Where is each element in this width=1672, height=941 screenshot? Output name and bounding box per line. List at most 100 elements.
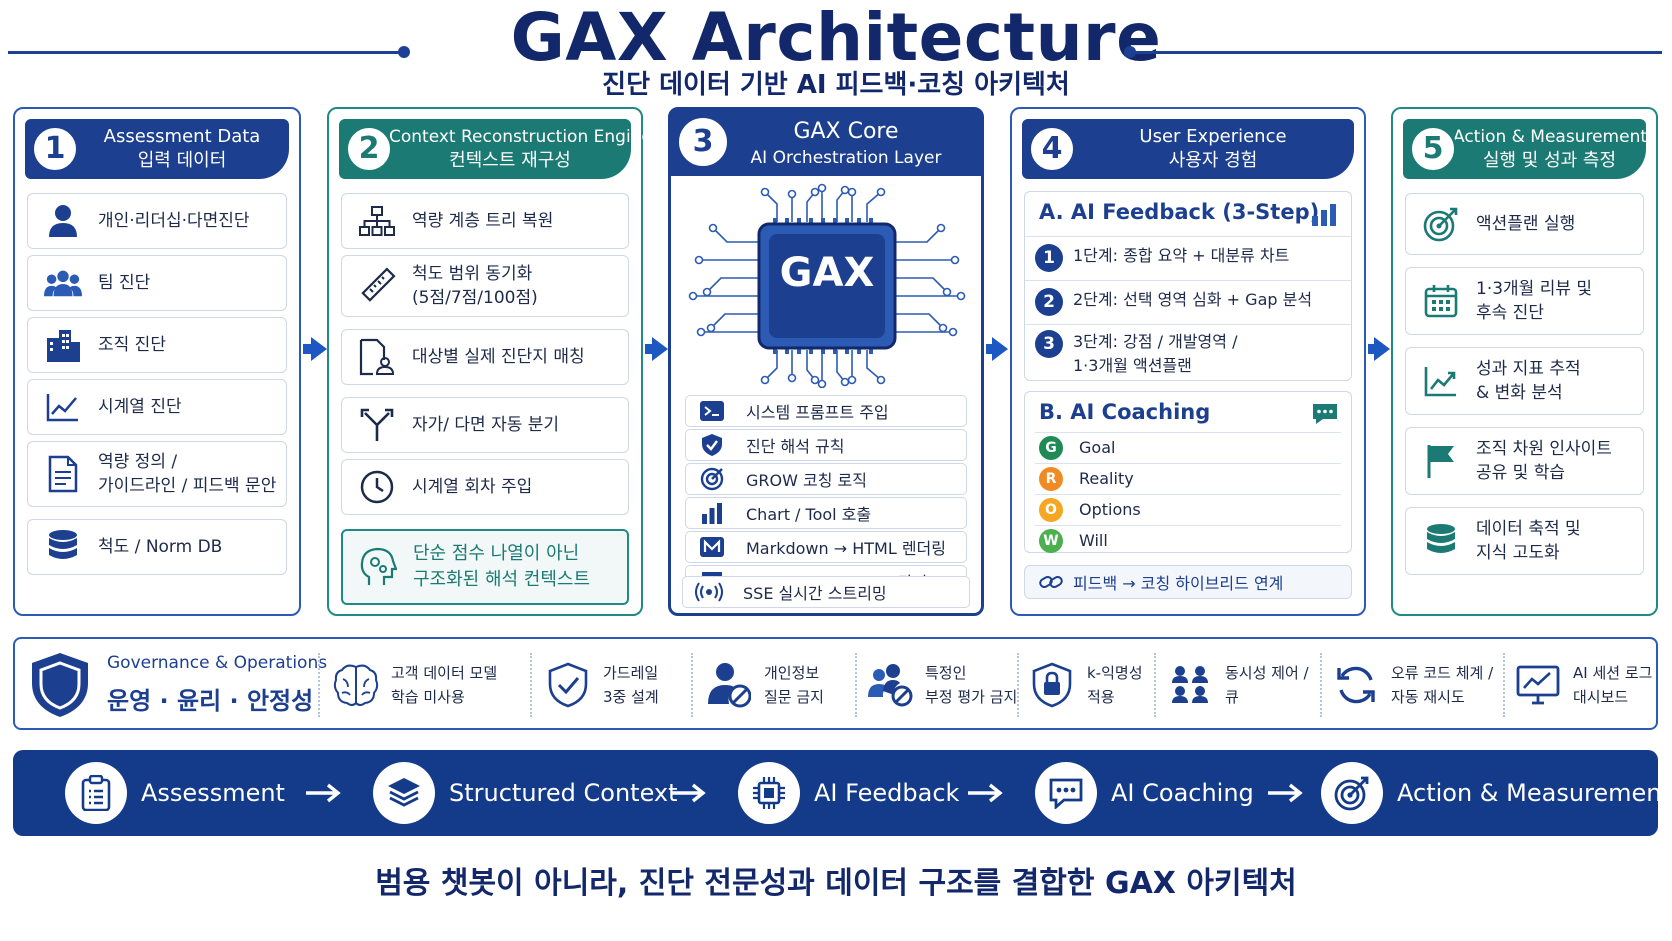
item-label: 진단 해석 규칙	[746, 437, 845, 456]
chat-icon	[1313, 404, 1337, 424]
item-label: 조직 차원 인사이트 공유 및 학습	[1476, 439, 1612, 483]
flow-step: AI Feedback	[738, 762, 959, 824]
item-label: 척도 / Norm DB	[98, 537, 223, 557]
footer-tagline: 범용 챗봇이 아니라, 진단 전문성과 데이터 구조를 결합한 GAX 아키텍처	[375, 866, 1297, 901]
gax-chip-icon	[688, 183, 966, 388]
context-item: 시계열 회차 주입	[341, 459, 629, 515]
core-header: 3 GAX Core AI Orchestration Layer	[671, 110, 981, 176]
person-icon	[44, 202, 82, 240]
governance-item: 가드레일 3중 설계	[545, 651, 659, 719]
item-label: 역량 정의 / 가이드라인 / 피드백 문안	[98, 452, 277, 496]
item-label: 성과 지표 추적 & 변화 분석	[1476, 359, 1581, 403]
flow-step: AI Coaching	[1035, 762, 1254, 824]
target-arrow-icon	[1422, 205, 1460, 243]
column-context-reconstruction: 2 Context Reconstruction Engine 컨텍스트 재구성…	[327, 107, 652, 616]
item-label: 역량 계층 트리 복원	[412, 211, 554, 231]
item-label: Markdown → HTML 렌더링	[746, 539, 946, 558]
step-number-badge: 4	[1028, 125, 1076, 173]
core-item: Markdown → HTML 렌더링	[685, 531, 967, 563]
action-item: 조직 차원 인사이트 공유 및 학습	[1405, 427, 1644, 495]
chip-icon	[738, 762, 800, 824]
flow-arrow-icon	[671, 783, 706, 803]
feedback-step: 1 1단계: 종합 요약 + 대분류 차트	[1035, 244, 1341, 272]
flow-arrow-head	[311, 337, 327, 361]
column-header: 1 Assessment Data 입력 데이터	[25, 119, 289, 179]
item-label: k-익명성 적용	[1087, 664, 1143, 706]
flow-arrow	[303, 344, 313, 354]
flow-arrow-icon	[1268, 783, 1303, 803]
context-item: 자가/ 다면 자동 분기	[341, 397, 629, 453]
file-person-icon	[358, 338, 396, 376]
trend-chart-icon	[44, 388, 82, 426]
governance-item: 동시성 제어 / 큐	[1167, 651, 1309, 719]
flag-icon	[1422, 442, 1460, 480]
governance-item: AI 세션 로그 대시보드	[1515, 651, 1652, 719]
ai-coaching-title: B. AI Coaching	[1039, 400, 1211, 424]
target-arrow-icon	[1321, 762, 1383, 824]
core-item: 시스템 프롬프트 주입	[685, 395, 967, 427]
line-chart-icon	[1422, 362, 1460, 400]
action-item: 성과 지표 추적 & 변화 분석	[1405, 347, 1644, 415]
database-icon	[44, 528, 82, 566]
column-title-en: User Experience	[1139, 126, 1287, 147]
item-label: 팀 진단	[98, 273, 151, 293]
step-number-badge: 1	[31, 125, 79, 173]
target-icon	[698, 466, 726, 492]
column-title-ko: 실행 및 성과 측정	[1482, 150, 1617, 171]
flow-step: Assessment	[65, 762, 285, 824]
item-label: 시계열 회차 주입	[412, 477, 533, 497]
feedback-step: 2 2단계: 선택 영역 심화 + Gap 분석	[1035, 288, 1341, 316]
item-label: 1·3개월 리뷰 및 후속 진단	[1476, 279, 1593, 323]
head-gears-icon	[359, 547, 397, 586]
context-highlight-box: 단순 점수 나열이 아닌 구조화된 해석 컨텍스트	[341, 529, 629, 605]
column-title-ko: 사용자 경험	[1168, 150, 1258, 171]
column-assessment-data: 1 Assessment Data 입력 데이터 개인·리더십·다면진단 팀 진…	[13, 107, 301, 616]
item-label: 개인정보 질문 금지	[764, 664, 824, 706]
step-number-badge: 5	[1409, 125, 1457, 173]
item-label: 오류 코드 체계 / 자동 재시도	[1391, 664, 1494, 706]
item-label: 대상별 실제 진단지 매칭	[412, 347, 585, 367]
terminal-icon	[698, 398, 726, 424]
header-divider-left	[8, 51, 403, 54]
grow-step: G Goal	[1035, 432, 1341, 462]
item-label: 가드레일 3중 설계	[603, 664, 659, 706]
shield-icon	[32, 653, 88, 717]
bar-chart-icon	[1312, 204, 1336, 226]
core-item: 진단 해석 규칙	[685, 429, 967, 461]
flow-arrow-icon	[306, 783, 341, 803]
core-item: Chart / Tool 호출	[685, 497, 967, 529]
item-label: GROW 코칭 로직	[746, 471, 867, 490]
header-divider-dot-right	[1124, 46, 1136, 58]
input-item: 팀 진단	[27, 255, 287, 311]
flow-arrow	[986, 344, 994, 354]
step-number: 1	[1035, 244, 1063, 272]
flow-step: Action & Measurement	[1321, 762, 1671, 824]
grow-step: O Options	[1035, 494, 1341, 524]
item-label: Chart / Tool 호출	[746, 505, 872, 524]
grow-label: Options	[1079, 500, 1141, 519]
shield-check-icon	[545, 662, 591, 708]
context-item: 역량 계층 트리 복원	[341, 193, 629, 249]
markdown-icon	[698, 534, 726, 560]
ruler-icon	[358, 267, 396, 305]
governance-title-ko: 운영 · 윤리 · 안정성	[107, 687, 314, 715]
governance-item: k-익명성 적용	[1029, 651, 1143, 719]
grow-letter: O	[1039, 497, 1063, 522]
action-item: 1·3개월 리뷰 및 후속 진단	[1405, 267, 1644, 335]
grow-label: Reality	[1079, 469, 1134, 488]
column-action-measurement: 5 Action & Measurement 실행 및 성과 측정 액션플랜 실…	[1391, 107, 1658, 616]
input-item: 개인·리더십·다면진단	[27, 193, 287, 249]
column-header: 2 Context Reconstruction Engine 컨텍스트 재구성	[339, 119, 652, 179]
bar-chart-icon	[698, 500, 726, 526]
grow-label: Goal	[1079, 438, 1116, 457]
item-label: 액션플랜 실행	[1476, 214, 1576, 234]
grow-letter: W	[1039, 528, 1063, 553]
flow-arrow-head	[652, 337, 668, 361]
shield-check-icon	[698, 432, 726, 458]
header-divider-dot-left	[398, 46, 410, 58]
input-item: 역량 정의 / 가이드라인 / 피드백 문안	[27, 441, 287, 507]
team-icon	[44, 264, 82, 302]
grow-letter: R	[1039, 466, 1063, 491]
grow-step: W Will	[1035, 525, 1341, 555]
column-title-en: Assessment Data	[103, 126, 261, 147]
